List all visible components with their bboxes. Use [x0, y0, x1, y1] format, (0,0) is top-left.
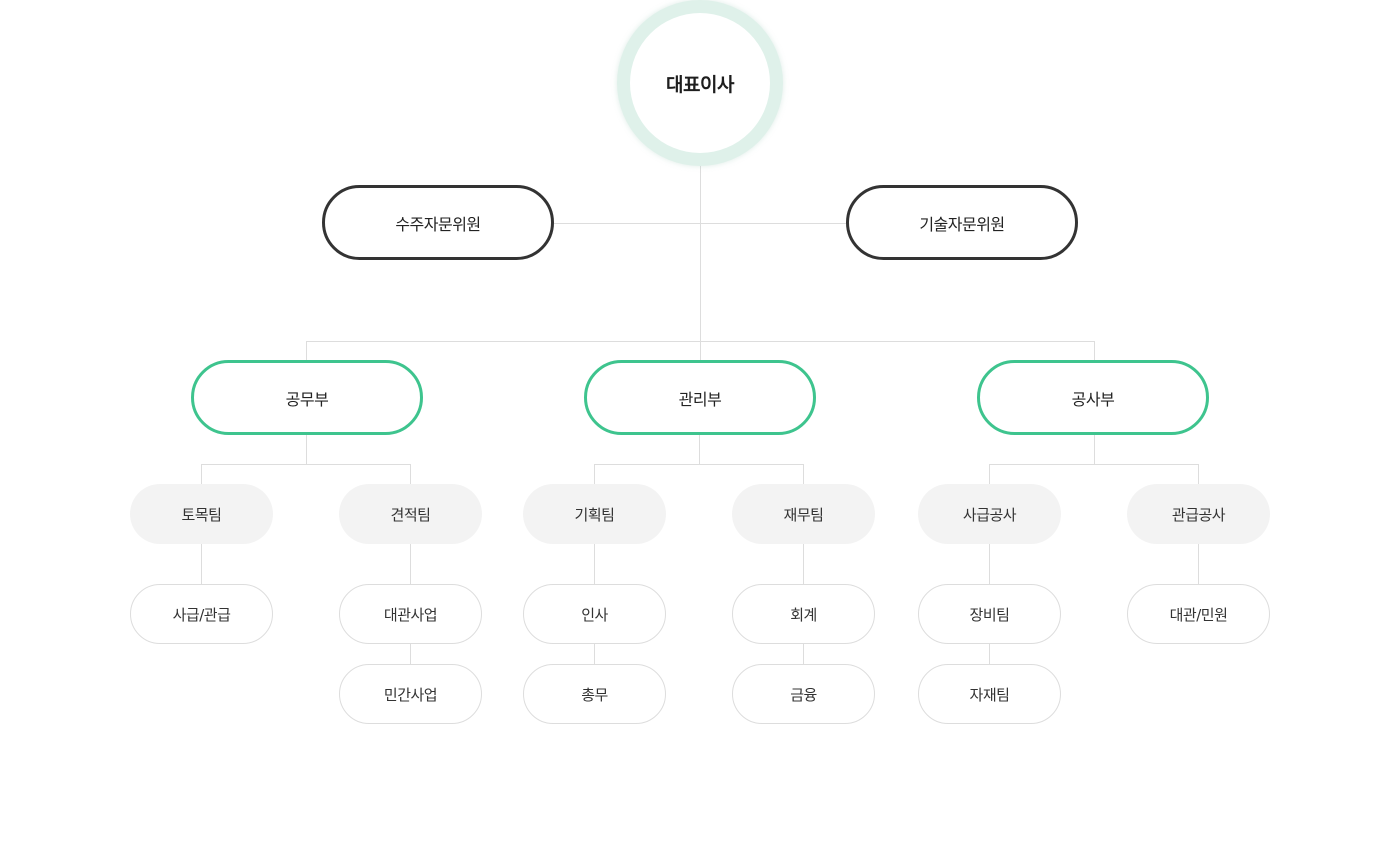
dept-label: 관리부: [678, 389, 722, 409]
team-private-construction[interactable]: 사급공사: [918, 484, 1061, 544]
team-label: 기획팀: [574, 505, 615, 524]
committee-label: 수주자문위원: [395, 214, 481, 234]
team-public-construction[interactable]: 관급공사: [1127, 484, 1270, 544]
team-label: 관급공사: [1171, 505, 1226, 524]
team-label: 재무팀: [783, 505, 824, 524]
sub-accounting[interactable]: 회계: [732, 584, 875, 644]
committee-sales-advisory[interactable]: 수주자문위원: [322, 185, 554, 260]
sub-government-business[interactable]: 대관사업: [339, 584, 482, 644]
team-civil[interactable]: 토목팀: [130, 484, 273, 544]
sub-label: 장비팀: [969, 605, 1010, 624]
committee-tech-advisory[interactable]: 기술자문위원: [846, 185, 1078, 260]
sub-label: 인사: [581, 605, 608, 624]
sub-government-civil[interactable]: 대관/민원: [1127, 584, 1270, 644]
sub-label: 사급/관급: [172, 605, 231, 624]
sub-label: 총무: [581, 685, 608, 704]
sub-private-business[interactable]: 민간사업: [339, 664, 482, 724]
sub-label: 자재팀: [969, 685, 1010, 704]
team-planning[interactable]: 기획팀: [523, 484, 666, 544]
team-estimation[interactable]: 견적팀: [339, 484, 482, 544]
dept-label: 공사부: [1071, 389, 1115, 409]
sub-label: 민간사업: [383, 685, 438, 704]
sub-banking[interactable]: 금융: [732, 664, 875, 724]
sub-general-affairs[interactable]: 총무: [523, 664, 666, 724]
sub-label: 금융: [790, 685, 817, 704]
team-label: 견적팀: [390, 505, 431, 524]
dept-label: 공무부: [285, 389, 329, 409]
sub-equipment[interactable]: 장비팀: [918, 584, 1061, 644]
dept-construction[interactable]: 공사부: [977, 360, 1209, 435]
team-label: 사급공사: [962, 505, 1017, 524]
sub-materials[interactable]: 자재팀: [918, 664, 1061, 724]
sub-label: 대관/민원: [1169, 605, 1228, 624]
team-finance[interactable]: 재무팀: [732, 484, 875, 544]
sub-label: 대관사업: [383, 605, 438, 624]
team-label: 토목팀: [181, 505, 222, 524]
ceo-node[interactable]: 대표이사: [630, 13, 770, 153]
ceo-label: 대표이사: [666, 73, 734, 96]
committee-label: 기술자문위원: [919, 214, 1005, 234]
sub-label: 회계: [790, 605, 817, 624]
sub-hr[interactable]: 인사: [523, 584, 666, 644]
dept-management[interactable]: 관리부: [584, 360, 816, 435]
sub-private-public[interactable]: 사급/관급: [130, 584, 273, 644]
dept-engineering-affairs[interactable]: 공무부: [191, 360, 423, 435]
